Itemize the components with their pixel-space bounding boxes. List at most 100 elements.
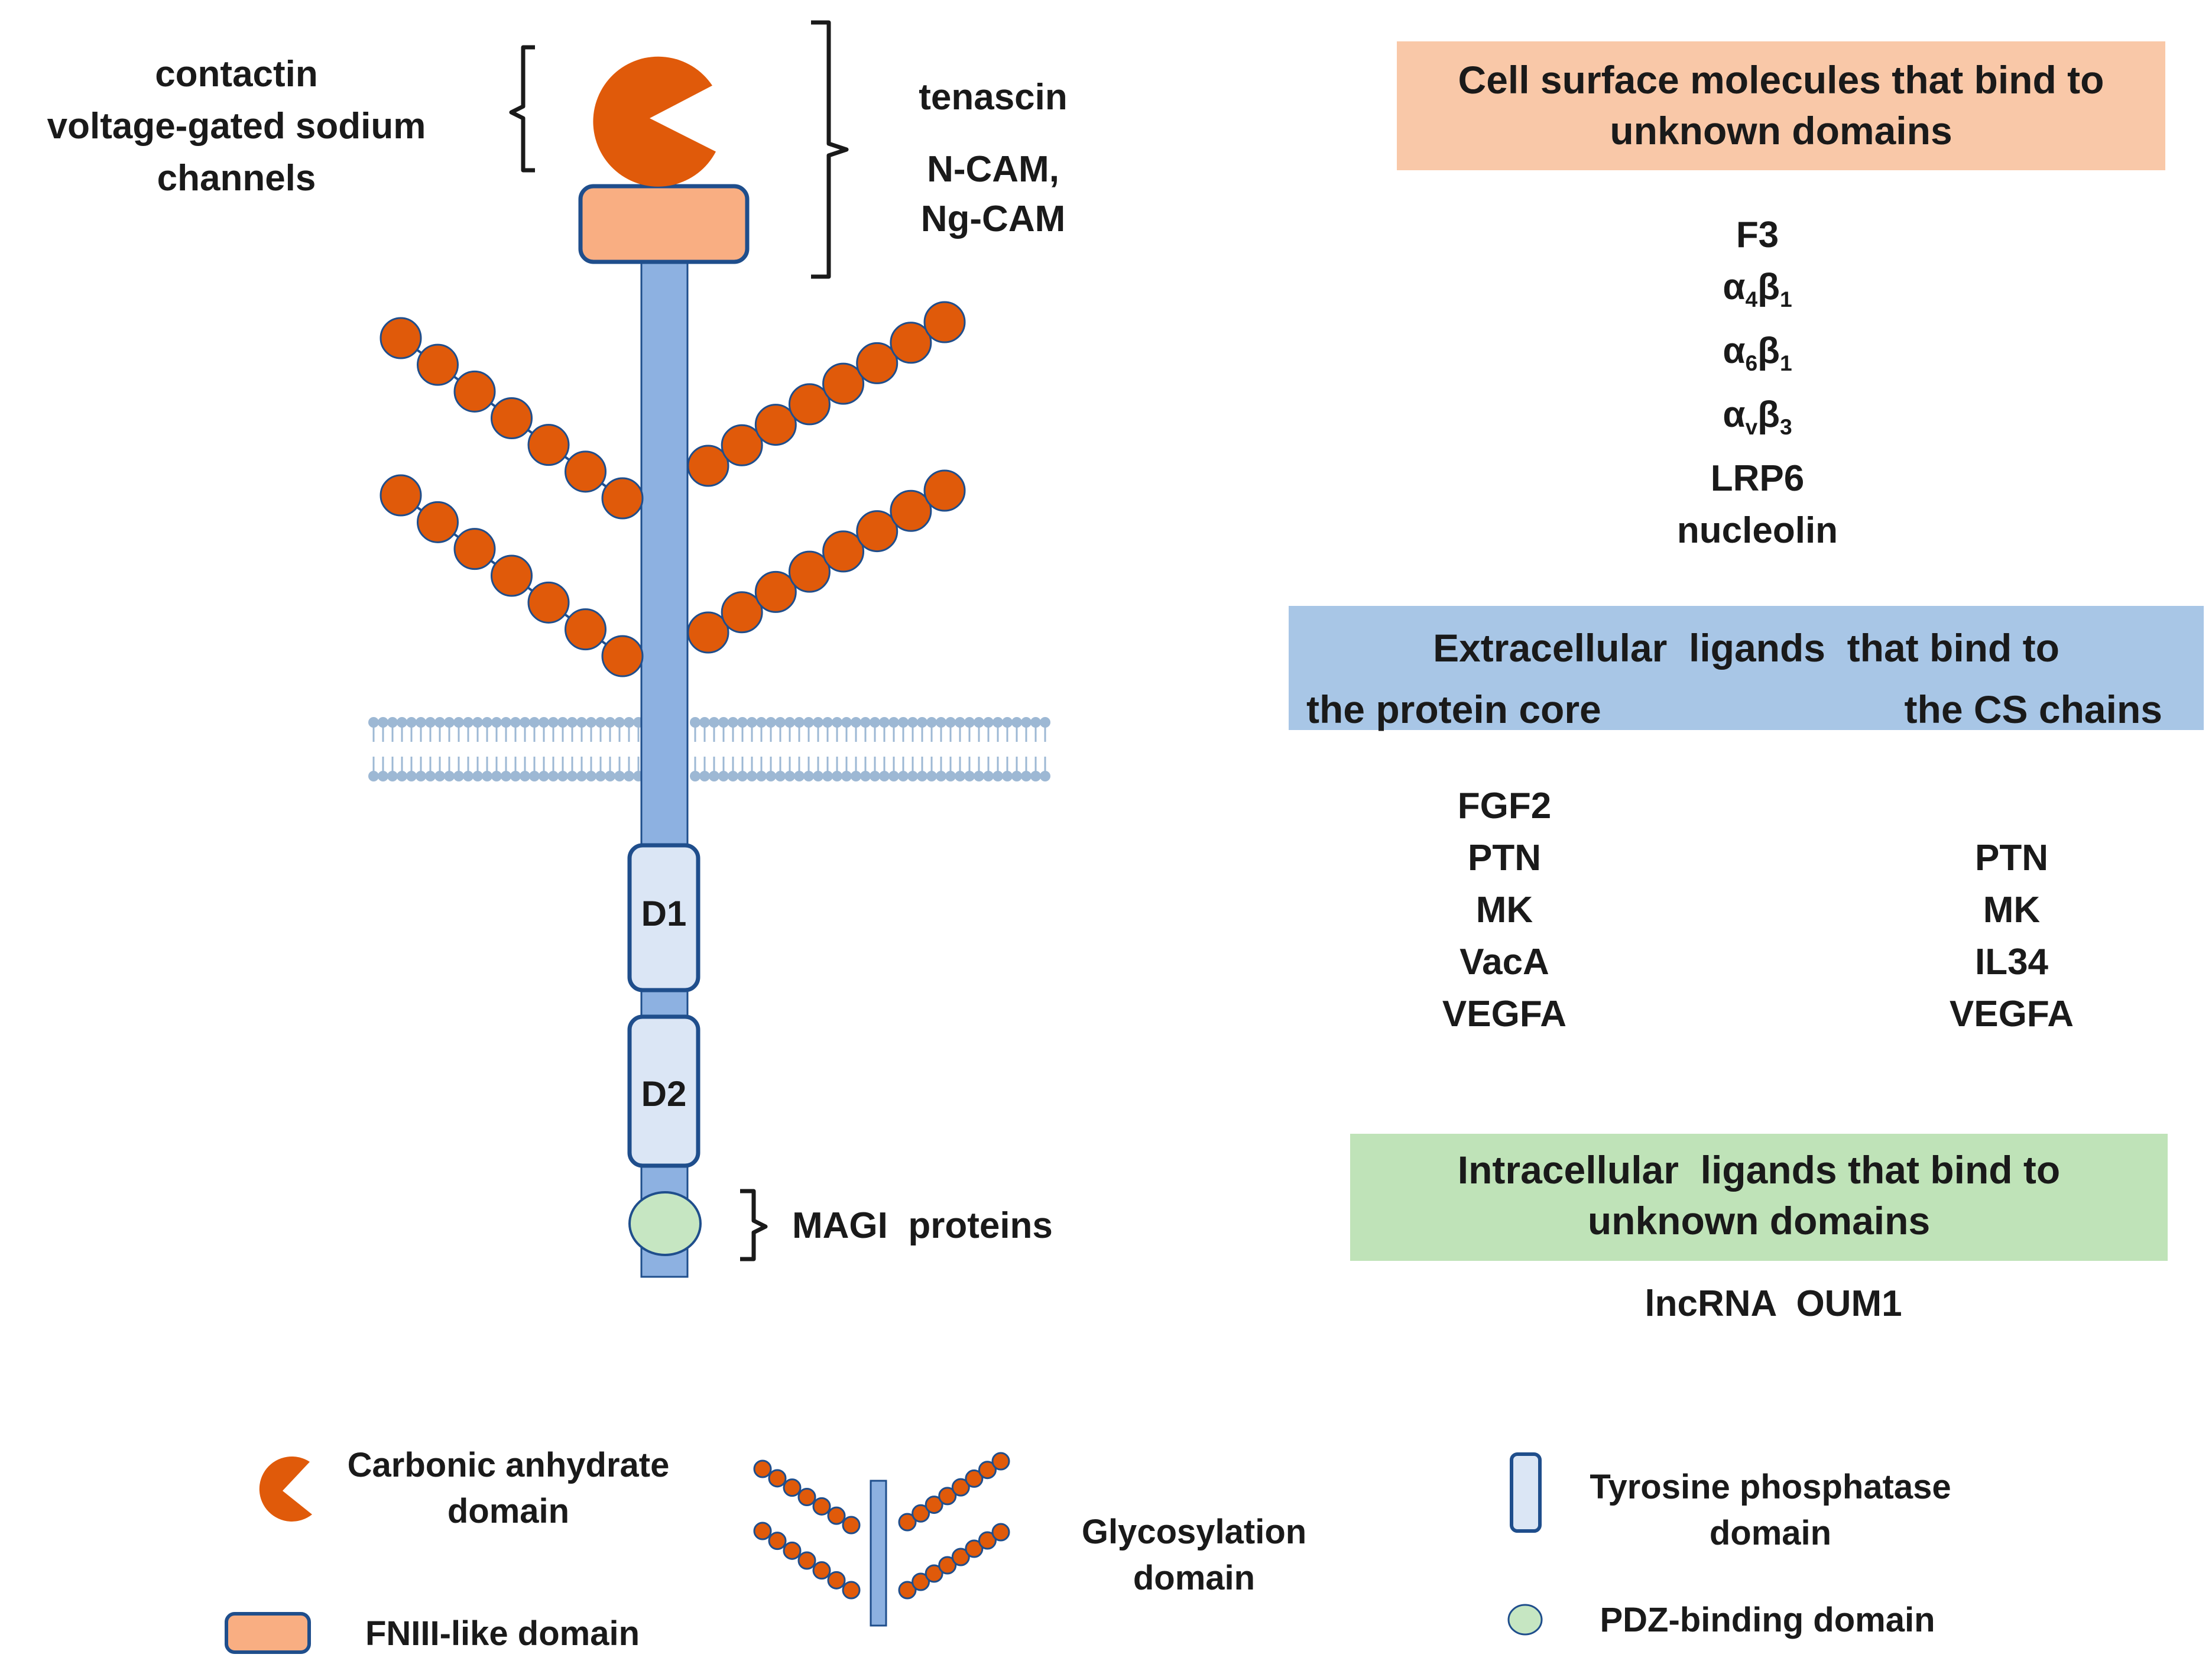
glycosylation-chains bbox=[380, 301, 966, 677]
lipid-head bbox=[482, 717, 492, 728]
sugar-bead bbox=[827, 1506, 846, 1525]
lipid-head bbox=[945, 771, 956, 781]
sugar-bead bbox=[453, 370, 496, 413]
lipid-head bbox=[510, 771, 521, 781]
sugar-bead bbox=[938, 1556, 957, 1575]
lipid-head bbox=[728, 771, 738, 781]
lipid-head bbox=[709, 771, 719, 781]
sugar-bead bbox=[991, 1452, 1010, 1471]
cell-surface-item: F3 bbox=[1736, 215, 1779, 255]
lipid-head bbox=[803, 717, 814, 728]
lipid-head bbox=[898, 771, 909, 781]
sugar-bead bbox=[923, 469, 966, 512]
ligand-item: VEGFA bbox=[1949, 994, 2074, 1034]
sugar-bead bbox=[380, 474, 422, 517]
legend-pdz-label: PDZ-binding domain bbox=[1600, 1601, 1935, 1639]
lipid-head bbox=[993, 771, 1003, 781]
lipid-head bbox=[813, 717, 823, 728]
carbonic-binders-label: contactin voltage-gated sodium channels bbox=[47, 54, 426, 199]
lipid-head bbox=[1030, 717, 1041, 728]
lipid-head bbox=[416, 717, 426, 728]
lipid-head bbox=[879, 771, 890, 781]
sugar-bead bbox=[453, 528, 496, 570]
lipid-head bbox=[520, 771, 530, 781]
cell-surface-item: α6β1 bbox=[1723, 330, 1792, 376]
lipid-head bbox=[397, 771, 407, 781]
lipid-head bbox=[766, 717, 776, 728]
sugar-bead bbox=[842, 1581, 861, 1600]
lipid-head bbox=[766, 771, 776, 781]
lipid-head bbox=[860, 771, 871, 781]
lipid-head bbox=[803, 771, 814, 781]
sugar-bead bbox=[601, 477, 644, 520]
sugar-bead bbox=[797, 1551, 816, 1570]
lipid-head bbox=[425, 717, 436, 728]
lipid-head bbox=[406, 717, 417, 728]
sugar-bead bbox=[923, 301, 966, 343]
bracket-tenascin-ncam bbox=[811, 20, 849, 279]
tenascin-label: tenascin bbox=[919, 77, 1068, 118]
ligand-item: IL34 bbox=[1974, 942, 2049, 982]
legend-glyco-label: Glycosylation domain bbox=[1081, 1513, 1307, 1597]
sugar-bead bbox=[754, 570, 797, 613]
lipid-head bbox=[453, 717, 464, 728]
extracellular-header: Extracellular ligands that bind to the p… bbox=[1289, 606, 2204, 731]
cell-membrane bbox=[368, 717, 1050, 781]
sugar-bead bbox=[965, 1539, 984, 1558]
sugar-bead bbox=[565, 450, 606, 493]
lipid-head bbox=[870, 771, 880, 781]
lipid-head bbox=[879, 717, 890, 728]
sugar-bead bbox=[601, 635, 644, 677]
sugar-bead bbox=[978, 1461, 997, 1480]
d1-label: D1 bbox=[641, 894, 687, 933]
sugar-bead bbox=[812, 1497, 831, 1516]
intracellular-item: lncRNA OUM1 bbox=[1645, 1283, 1902, 1324]
sugar-bead bbox=[912, 1504, 930, 1523]
lipid-head bbox=[775, 771, 786, 781]
lipid-head bbox=[595, 717, 606, 728]
sugar-bead bbox=[965, 1469, 984, 1488]
lipid-head bbox=[926, 771, 937, 781]
lipid-head bbox=[1030, 771, 1041, 781]
lipid-head bbox=[907, 771, 918, 781]
ligand-item: MK bbox=[1983, 890, 2041, 930]
lipid-head bbox=[614, 771, 625, 781]
lipid-head bbox=[472, 771, 483, 781]
lipid-head bbox=[917, 717, 927, 728]
lipid-head bbox=[463, 771, 473, 781]
lipid-head bbox=[784, 771, 795, 781]
ligand-item: MK bbox=[1475, 890, 1533, 930]
sugar-bead bbox=[856, 510, 899, 553]
lipid-head bbox=[699, 771, 710, 781]
lipid-head bbox=[841, 717, 852, 728]
sugar-bead bbox=[491, 554, 533, 597]
sugar-bead bbox=[890, 322, 932, 364]
lipid-head bbox=[444, 771, 455, 781]
lipid-head bbox=[397, 717, 407, 728]
sugar-bead bbox=[565, 608, 606, 651]
lipid-head bbox=[974, 771, 984, 781]
cell-surface-header: Cell surface molecules that bind to unkn… bbox=[1397, 41, 2165, 170]
lipid-head bbox=[557, 717, 568, 728]
pdz-binding-domain bbox=[628, 1191, 702, 1256]
lipid-head bbox=[1021, 771, 1032, 781]
sugar-bead bbox=[417, 501, 459, 543]
sugar-bead bbox=[527, 581, 570, 624]
ncam-label: N-CAM, Ng-CAM bbox=[920, 149, 1066, 239]
sugar-bead bbox=[912, 1572, 930, 1591]
lipid-head bbox=[728, 717, 738, 728]
lipid-head bbox=[756, 717, 767, 728]
lipid-head bbox=[624, 771, 634, 781]
sugar-bead bbox=[687, 611, 729, 654]
lipid-head bbox=[444, 717, 455, 728]
lipid-head bbox=[784, 717, 795, 728]
sugar-bead bbox=[417, 343, 459, 386]
fniii-like-domain bbox=[578, 184, 750, 264]
ligand-item: FGF2 bbox=[1457, 786, 1552, 826]
ligand-item: PTN bbox=[1975, 838, 2048, 878]
cell-surface-item: α4β1 bbox=[1723, 267, 1792, 312]
lipid-head bbox=[756, 771, 767, 781]
sugar-bead bbox=[951, 1548, 970, 1566]
lipid-head bbox=[605, 717, 615, 728]
protein-core-list: FGF2 PTN MK VacA VEGFA bbox=[1386, 780, 1623, 1040]
